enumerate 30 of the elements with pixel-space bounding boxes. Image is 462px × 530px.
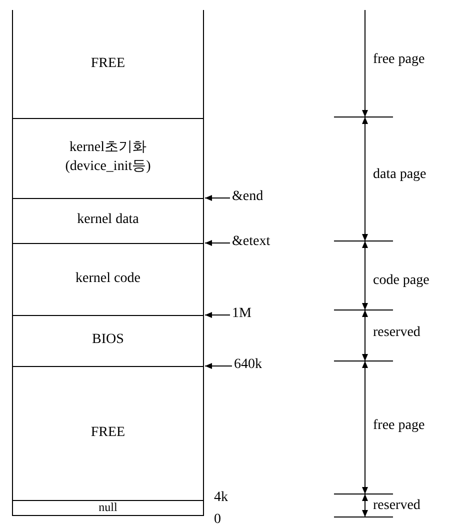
- memory-segment: [12, 243, 204, 316]
- segment-label: null: [98, 499, 118, 516]
- memory-segment: [12, 366, 204, 501]
- memory-segment: [12, 500, 204, 516]
- arrow: [204, 312, 230, 318]
- address-label: &etext: [232, 234, 270, 250]
- region-label: free page: [373, 52, 425, 68]
- arrow: [204, 195, 230, 201]
- segment-label: kernel초기화 (device_init등): [64, 139, 152, 176]
- segment-label: FREE: [90, 54, 126, 73]
- region-label: data page: [373, 167, 426, 183]
- address-label: 0: [214, 512, 221, 528]
- memory-segment: [12, 118, 204, 199]
- address-label: 1M: [232, 306, 252, 322]
- region-label: reserved: [373, 498, 420, 514]
- region-label: reserved: [373, 325, 420, 341]
- arrow: [204, 240, 230, 246]
- segment-label: FREE: [90, 424, 126, 442]
- address-label: 640k: [234, 357, 262, 373]
- segment-label: kernel data: [77, 211, 139, 230]
- arrow: [204, 363, 232, 369]
- memory-segment: [12, 315, 204, 367]
- segment-label: BIOS: [92, 331, 124, 350]
- region-label: free page: [373, 418, 425, 434]
- address-label: &end: [232, 189, 264, 205]
- address-label: 4k: [214, 490, 228, 506]
- region-label: code page: [373, 273, 430, 289]
- segment-label: kernel code: [76, 270, 140, 288]
- memory-segment: [12, 198, 204, 244]
- memory-segment: [12, 10, 204, 119]
